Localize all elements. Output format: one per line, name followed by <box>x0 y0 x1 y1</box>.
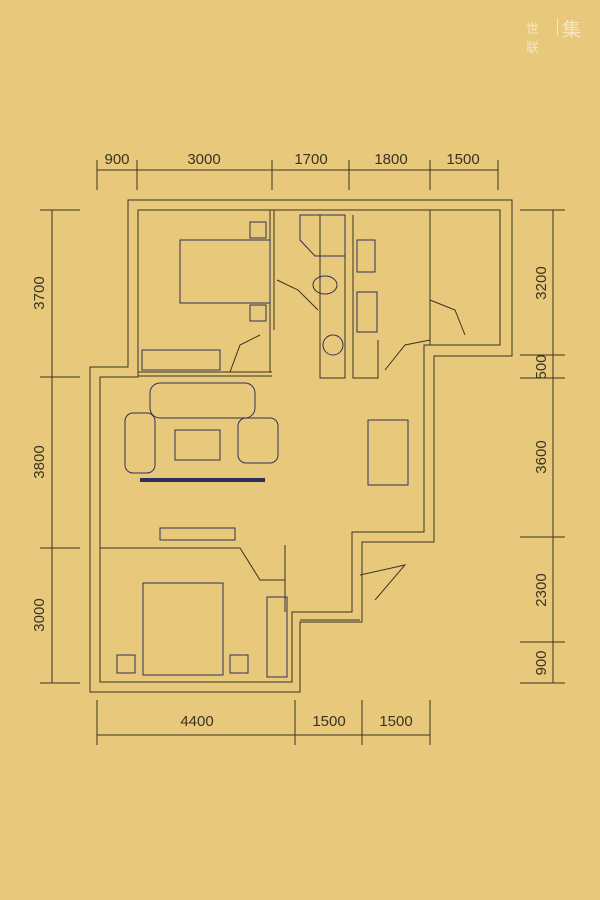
watermark-divider <box>557 18 558 36</box>
bed-icon <box>142 582 224 676</box>
living-room-furniture <box>124 382 409 541</box>
bedroom-2-furniture <box>116 582 288 678</box>
dim-bottom-2: 1500 <box>312 713 345 730</box>
toilet-icon <box>312 275 338 295</box>
sink-icon <box>322 334 344 356</box>
stove-icon <box>356 239 376 273</box>
kitchen-sink-icon <box>356 291 378 333</box>
kitchen-fixtures <box>356 239 378 333</box>
watermark-mark: 集 <box>562 19 582 41</box>
dim-left-3: 3000 <box>31 598 48 631</box>
dim-bottom-3: 1500 <box>379 713 412 730</box>
dining-table-icon <box>367 419 409 486</box>
coffee-table-icon <box>174 429 221 461</box>
dim-right-1: 3200 <box>533 266 550 299</box>
wardrobe-icon <box>141 349 221 371</box>
dim-top-3: 1700 <box>294 151 327 168</box>
dim-bottom-1: 4400 <box>180 713 213 730</box>
dim-top-2: 3000 <box>187 151 220 168</box>
bathroom-fixtures <box>299 214 346 356</box>
sofa-icon <box>149 382 256 419</box>
dim-top-4: 1800 <box>374 151 407 168</box>
bedroom-1-furniture <box>141 221 271 371</box>
dim-left-1: 3700 <box>31 276 48 309</box>
nightstand-icon <box>249 221 267 239</box>
dim-right-3: 3600 <box>533 440 550 473</box>
nightstand-icon <box>229 654 249 674</box>
shower-icon <box>299 214 346 257</box>
wardrobe-icon <box>266 596 288 678</box>
right-dimensions: 3200 500 3600 2300 900 <box>533 266 550 675</box>
armchair-icon <box>237 417 279 464</box>
bed-icon <box>179 239 271 304</box>
dim-top-5: 1500 <box>446 151 479 168</box>
dim-right-2: 500 <box>533 354 550 379</box>
top-dimensions: 900 3000 1700 1800 1500 <box>104 151 479 168</box>
nightstand-icon <box>249 304 267 322</box>
nightstand-icon <box>116 654 136 674</box>
tv-cabinet-icon <box>159 527 236 541</box>
left-dimensions: 3700 3800 3000 <box>31 276 48 631</box>
watermark-brand: 世联 <box>526 22 540 56</box>
dim-right-5: 900 <box>533 650 550 675</box>
bottom-dimensions: 4400 1500 1500 <box>180 713 412 730</box>
dim-left-2: 3800 <box>31 445 48 478</box>
dim-top-1: 900 <box>104 151 129 168</box>
dim-right-4: 2300 <box>533 573 550 606</box>
armchair-icon <box>124 412 156 474</box>
walls <box>89 199 513 693</box>
dimension-lines <box>40 160 565 745</box>
